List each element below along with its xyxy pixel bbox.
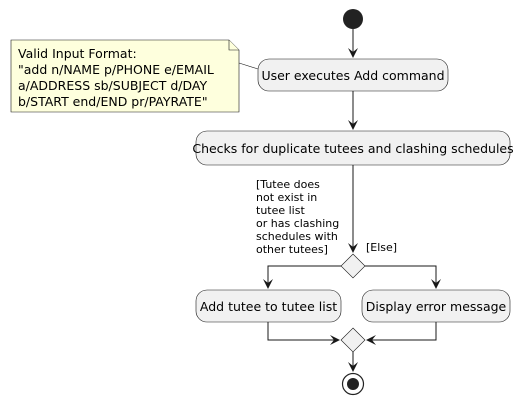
action-display-error: Display error message bbox=[361, 289, 511, 323]
action-error-label: Display error message bbox=[366, 299, 507, 314]
action-add-tutee: Add tutee to tutee list bbox=[195, 289, 342, 323]
note-line-3: a/ADDRESS sb/SUBJECT d/DAY bbox=[18, 78, 207, 93]
note-line-2: "add n/NAME p/PHONE e/EMAIL bbox=[18, 62, 214, 77]
edge-decision-to-add bbox=[263, 265, 341, 289]
guard-left-line-4: or has clashing bbox=[256, 217, 339, 230]
action-execute-add: User executes Add command bbox=[257, 58, 449, 92]
note-connector bbox=[238, 62, 259, 70]
end-node bbox=[341, 372, 365, 396]
merge-diamond bbox=[340, 327, 366, 353]
action-add-label: Add tutee to tutee list bbox=[200, 299, 337, 314]
guard-left-line-1: [Tutee does bbox=[256, 178, 320, 191]
decision-diamond bbox=[340, 253, 366, 279]
guard-left: [Tutee does not exist in tutee list or h… bbox=[256, 178, 343, 256]
start-node bbox=[343, 9, 363, 29]
action-check-label: Checks for duplicate tutees and clashing… bbox=[192, 141, 513, 156]
edge-error-to-merge bbox=[366, 322, 437, 345]
action-check-duplicates: Checks for duplicate tutees and clashing… bbox=[192, 130, 514, 166]
svg-text:Valid Input Format: "add: Valid Input Format: "add n/NAME p/PHONE … bbox=[18, 46, 218, 109]
guard-left-line-2: not exist in bbox=[256, 191, 317, 204]
guard-left-line-5: schedules with bbox=[256, 230, 338, 243]
input-format-note: Valid Input Format: "add n/NAME p/PHONE … bbox=[10, 39, 240, 113]
guard-right: [Else] bbox=[366, 241, 397, 254]
edge-decision-to-error bbox=[365, 265, 441, 289]
guard-left-line-6: other tutees] bbox=[256, 243, 328, 256]
action-execute-label: User executes Add command bbox=[261, 68, 444, 83]
note-line-1: Valid Input Format: bbox=[18, 46, 137, 61]
edge-add-to-merge bbox=[267, 322, 340, 345]
note-line-4: b/START end/END pr/PAYRATE" bbox=[18, 94, 208, 109]
guard-left-line-3: tutee list bbox=[256, 204, 305, 217]
